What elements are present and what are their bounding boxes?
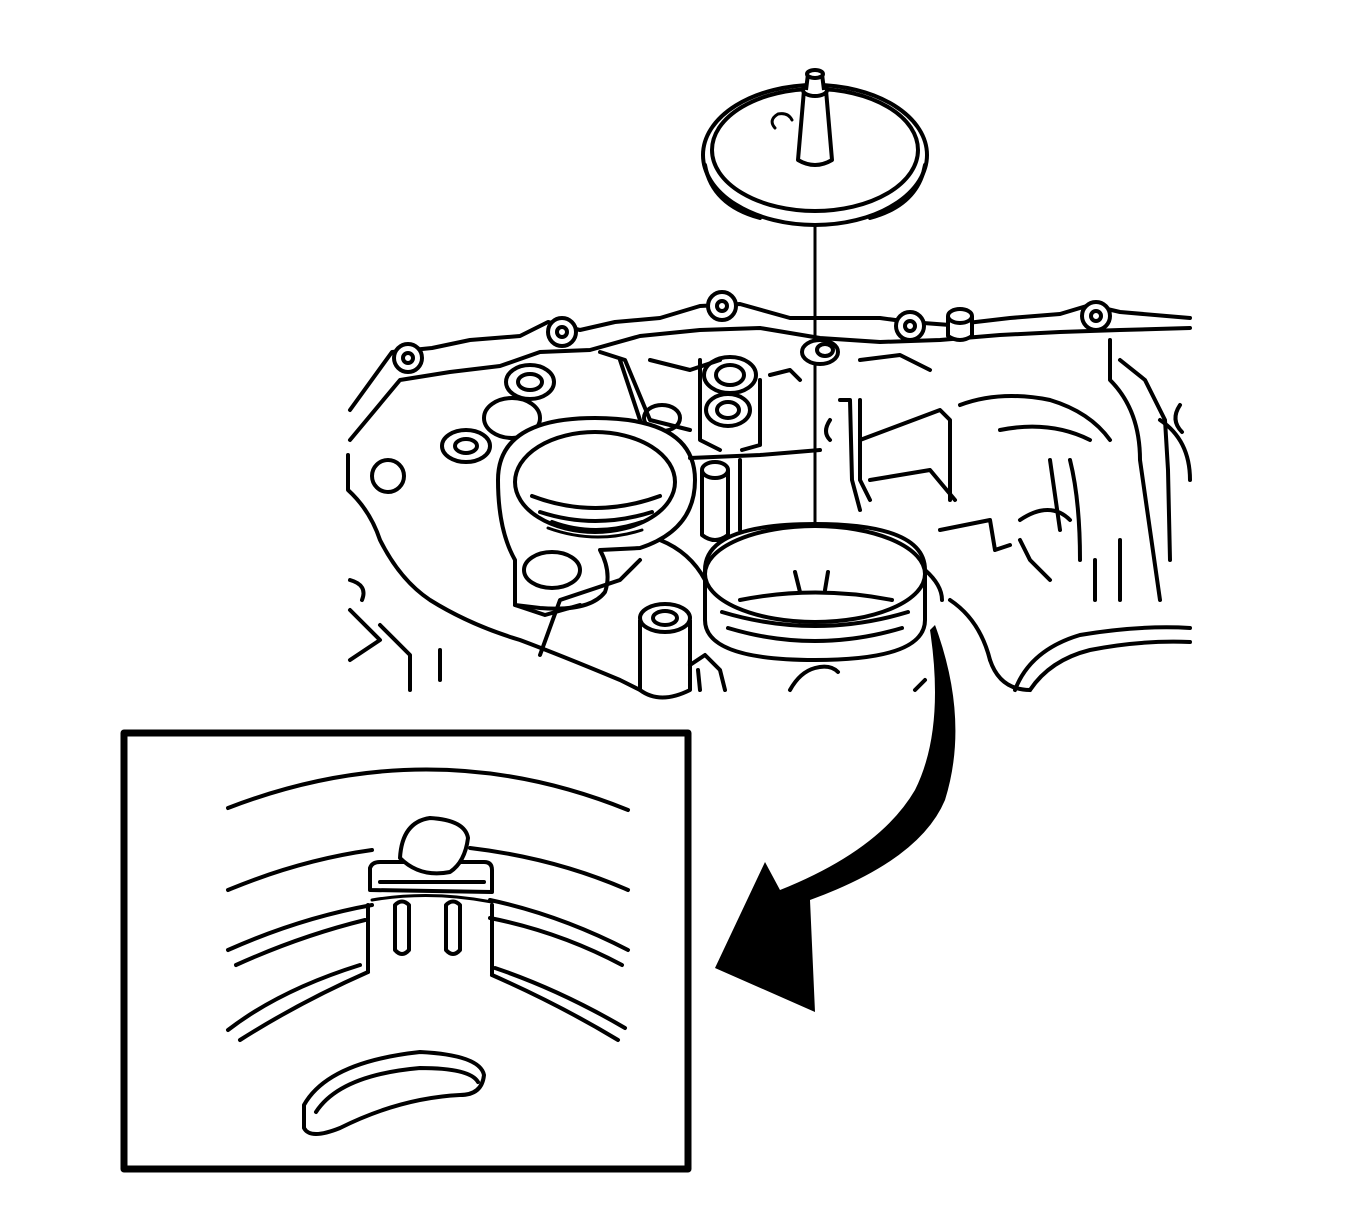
inset-detail — [120, 729, 692, 1173]
piston-with-seal-ring — [701, 68, 929, 227]
transmission-case — [346, 290, 1192, 700]
callout-arrow — [715, 625, 956, 1012]
